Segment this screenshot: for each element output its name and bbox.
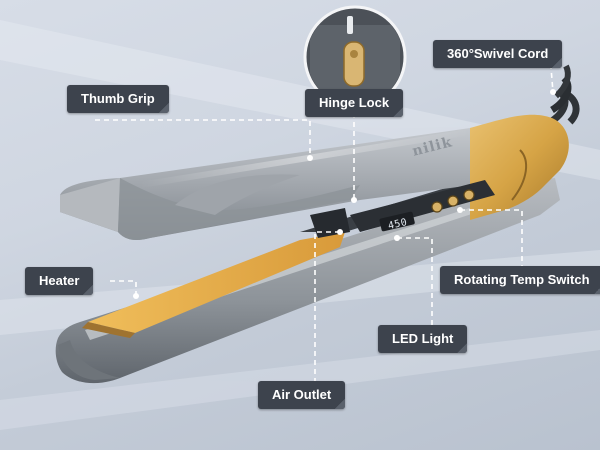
thumb-grip-area — [175, 174, 300, 215]
swivel-cord — [543, 64, 580, 129]
temp-button-icon — [463, 189, 475, 201]
heater-plate — [88, 232, 345, 333]
leader-dots — [133, 89, 556, 299]
label-air-outlet: Air Outlet — [258, 381, 346, 409]
label-rotating-temp-switch: Rotating Temp Switch — [440, 266, 600, 294]
label-heater: Heater — [25, 267, 94, 295]
label-swivel-cord: 360°Swivel Cord — [433, 40, 563, 68]
label-led-light: LED Light — [378, 325, 468, 353]
top-arm — [60, 121, 560, 240]
temp-button-icon — [447, 195, 459, 207]
hinge-lock-inset — [303, 5, 407, 109]
label-hinge-lock: Hinge Lock — [305, 89, 404, 117]
label-thumb-grip: Thumb Grip — [67, 85, 169, 113]
temp-button-icon — [431, 201, 443, 213]
hinge-lock-slider-icon — [343, 41, 365, 87]
leader-lines — [95, 54, 554, 382]
control-panel — [350, 180, 495, 241]
gold-hinge — [470, 114, 569, 220]
